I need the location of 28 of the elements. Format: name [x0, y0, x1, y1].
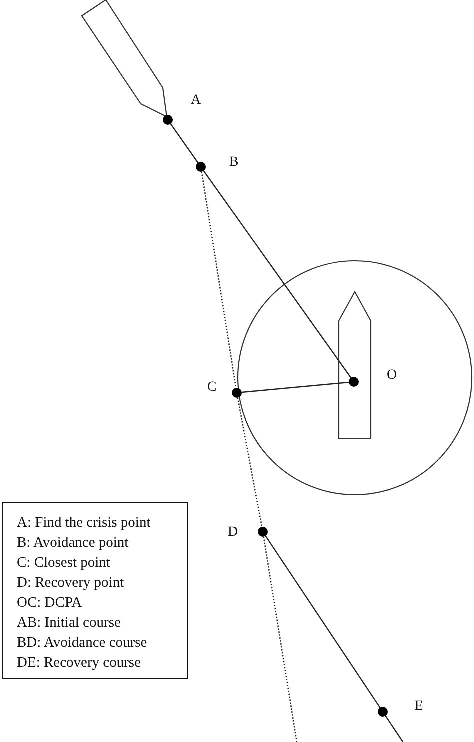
avoidance-course-line [237, 398, 263, 528]
legend-entry: OC: DCPA [17, 595, 82, 611]
avoidance-course-line [263, 536, 298, 742]
dcpa-line [242, 382, 350, 394]
legend-entry: BD: Avoidance course [17, 635, 148, 651]
legend-entry: A: Find the crisis point [17, 515, 151, 531]
avoidance-course-line [201, 172, 237, 388]
point-marker-icon [196, 162, 206, 172]
recovery-course-line [265, 536, 381, 708]
point-marker-icon [163, 115, 173, 125]
point-label: B [229, 156, 239, 170]
point-label: A [190, 94, 202, 108]
legend-entry: D: Recovery point [17, 575, 124, 591]
point-marker-icon [232, 388, 242, 398]
legend-entry: B: Avoidance point [17, 535, 129, 551]
point-marker-icon [378, 707, 388, 717]
point-label: O [386, 369, 398, 383]
initial-course-line [203, 170, 352, 378]
legend-entry: DE: Recovery course [17, 655, 142, 671]
recovery-course-line [385, 716, 404, 742]
legend-entry: AB: Initial course [17, 615, 121, 631]
point-marker-icon [258, 527, 268, 537]
point-label: C [207, 381, 217, 395]
initial-course-line [170, 124, 199, 164]
point-label: E [414, 700, 424, 714]
point-label: D [228, 526, 238, 540]
legend-entry: C: Closest point [17, 555, 110, 571]
point-marker-icon [349, 377, 359, 387]
